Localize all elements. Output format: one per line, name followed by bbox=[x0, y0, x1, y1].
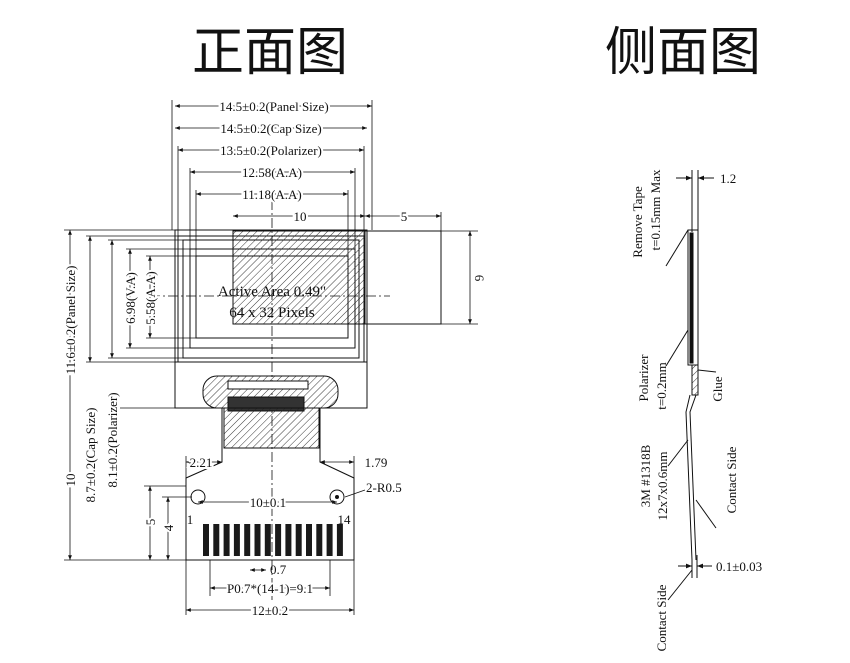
fpc-stiffener bbox=[223, 407, 320, 449]
side-labels: Remove Tape t=0.15mm Max 1.2 Polarizer t… bbox=[630, 169, 762, 651]
dim-6-label: 6 bbox=[472, 275, 487, 282]
dim-10-01-label: 10±0.1 bbox=[250, 495, 286, 510]
pin-1-label: 1 bbox=[187, 512, 194, 527]
fpc-pin bbox=[336, 524, 343, 556]
active-area-extension bbox=[364, 230, 442, 325]
fpc-outline bbox=[185, 408, 355, 561]
side-view-title: 侧面图 bbox=[605, 25, 761, 82]
dim-0-1-label: 0.1±0.03 bbox=[716, 559, 762, 574]
front-view-title: 正面图 bbox=[192, 25, 348, 82]
fpc-pin bbox=[264, 524, 271, 556]
fpc-pin bbox=[254, 524, 261, 556]
side-view bbox=[665, 170, 717, 601]
fpc-pin bbox=[285, 524, 292, 556]
fpc-pin bbox=[233, 524, 240, 556]
cap-size-width-label: 14.5±0.2(Cap Size) bbox=[220, 121, 321, 136]
side-glue bbox=[691, 364, 699, 396]
side-cap bbox=[689, 232, 694, 364]
polarizer-width-label: 13.5±0.2(Polarizer) bbox=[220, 143, 322, 158]
side-fpc bbox=[685, 394, 693, 570]
fpc-pin bbox=[244, 524, 251, 556]
tape-size-label: 12x7x0.6mm bbox=[655, 452, 670, 521]
polarizer-side-label: Polarizer bbox=[636, 354, 651, 402]
cap-size-height-label: 8.7±0.2(Cap Size) bbox=[83, 408, 98, 503]
polarizer-thickness-label: t=0.2mm bbox=[654, 362, 669, 409]
dim-2-21-label: 2.21 bbox=[190, 455, 213, 470]
contact-side-upper-label: Contact Side bbox=[724, 446, 739, 513]
fpc-pin bbox=[316, 524, 323, 556]
remove-tape-thickness-label: t=0.15mm Max bbox=[648, 169, 663, 250]
fpc-pin bbox=[223, 524, 230, 556]
driver-ic bbox=[227, 380, 309, 390]
pitch-label: P0.7*(14-1)=9.1 bbox=[227, 581, 313, 596]
active-area-label: Active Area 0.49" bbox=[218, 284, 326, 300]
front-labels: 14.5±0.2(Panel Size) 14.5±0.2(Cap Size) … bbox=[61, 97, 489, 620]
fpc-pin bbox=[295, 524, 302, 556]
dim-0-7-label: 0.7 bbox=[270, 562, 287, 577]
aa-width-label: 12.58(A.A) bbox=[242, 165, 302, 180]
dim-1-79-label: 1.79 bbox=[365, 455, 388, 470]
width-12-label: 12±0.2 bbox=[252, 603, 288, 618]
contact-side-lower-label: Contact Side bbox=[654, 584, 669, 651]
fpc-pin bbox=[326, 524, 333, 556]
glue-label: Glue bbox=[710, 376, 725, 402]
front-dimensions bbox=[64, 100, 478, 615]
panel-size-width-label: 14.5±0.2(Panel Size) bbox=[219, 99, 328, 114]
polarizer-height-label: 8.1±0.2(Polarizer) bbox=[105, 392, 120, 487]
fpc-pin bbox=[275, 524, 282, 556]
dim-1-2-label: 1.2 bbox=[720, 171, 736, 186]
tape-model-label: 3M #1318B bbox=[638, 444, 653, 507]
dim-5-left-label: 5 bbox=[143, 519, 158, 526]
va-width-label: 11.18(A.A) bbox=[242, 187, 301, 202]
dim-10-label: 10 bbox=[294, 209, 307, 224]
aa-height-label: 5.58(A.A) bbox=[143, 271, 158, 324]
pixels-label: 64 x 32 Pixels bbox=[229, 305, 315, 321]
pin-14-label: 14 bbox=[338, 512, 352, 527]
panel-size-height-label: 11.6±0.2(Panel Size) bbox=[63, 266, 78, 375]
remove-tape-label: Remove Tape bbox=[630, 186, 645, 258]
fpc-pin bbox=[203, 524, 209, 556]
fpc-pin bbox=[306, 524, 312, 556]
radius-label: 2-R0.5 bbox=[366, 480, 402, 495]
fpc-pins bbox=[203, 524, 343, 556]
fpc-pin bbox=[213, 524, 220, 556]
dim-5-label: 5 bbox=[401, 209, 408, 224]
va-height-label: 6.98(V.A) bbox=[123, 272, 138, 324]
dim-10-left-label: 10 bbox=[63, 474, 78, 487]
dim-4-left-label: 4 bbox=[161, 524, 176, 531]
front-view bbox=[150, 200, 442, 600]
mounting-hole-right bbox=[329, 489, 345, 505]
